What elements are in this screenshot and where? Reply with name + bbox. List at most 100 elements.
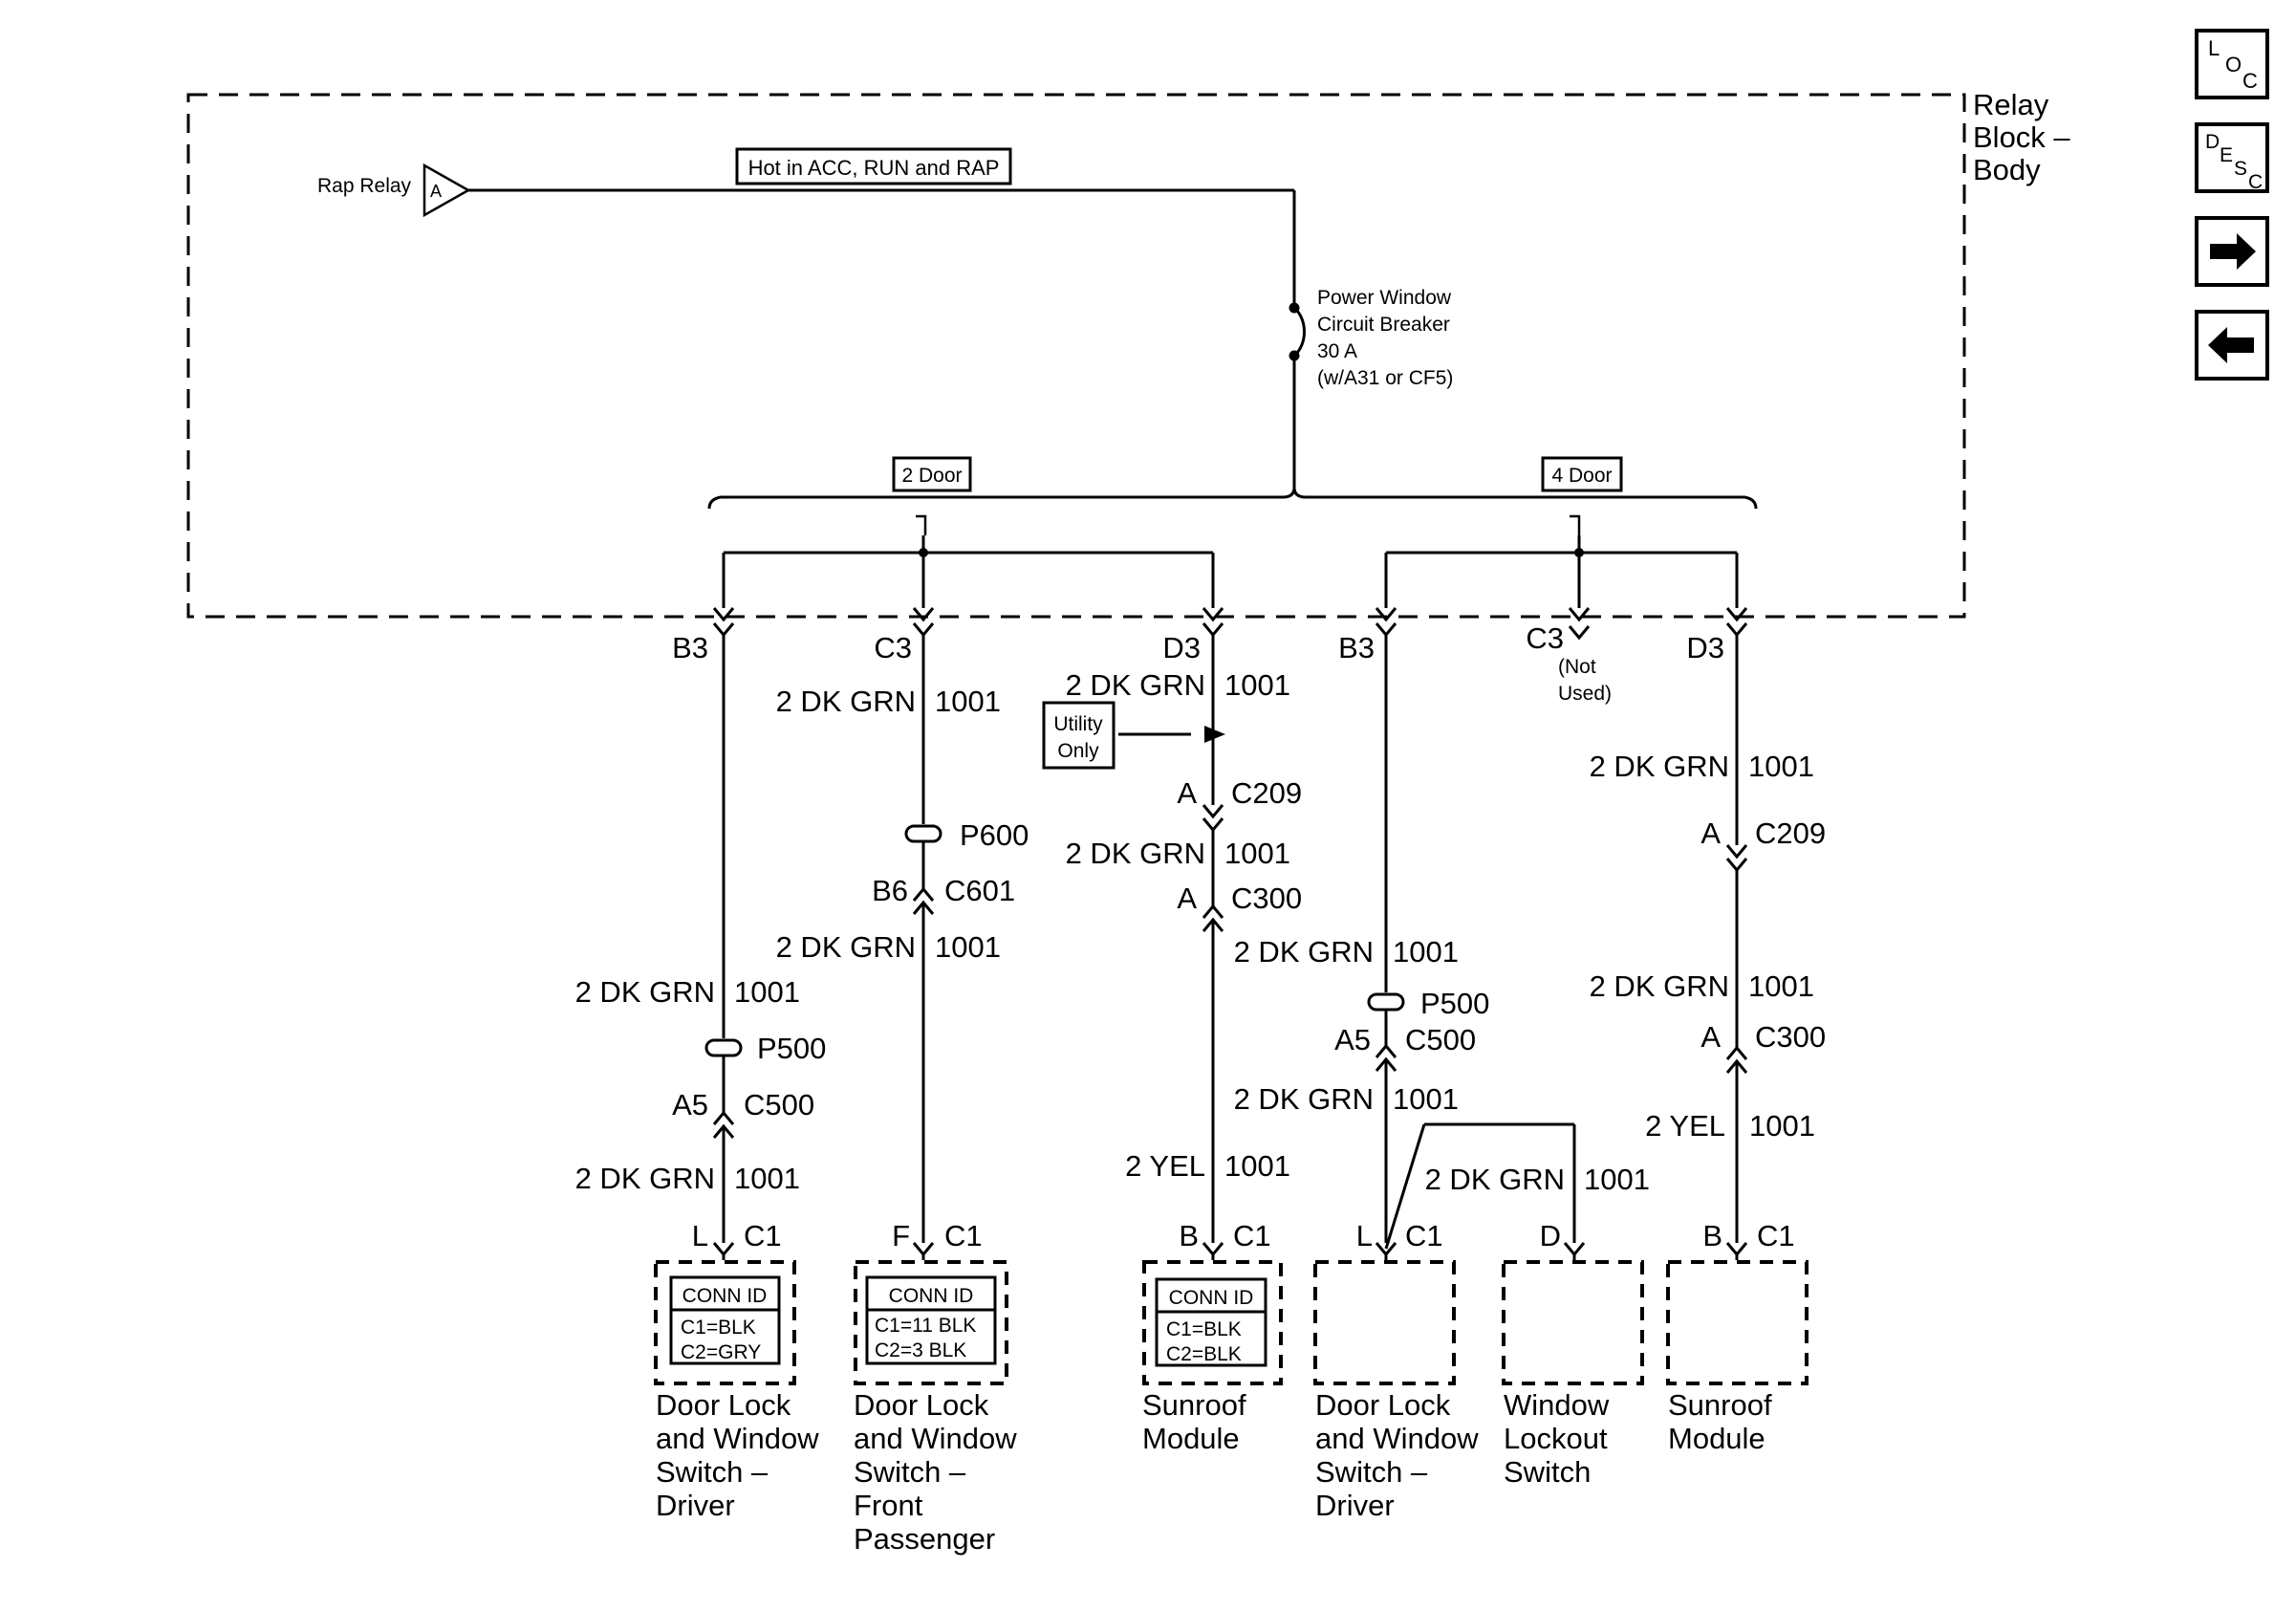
desc-button[interactable] — [2195, 122, 2269, 193]
rap-relay-label: Rap Relay — [317, 175, 412, 197]
col2-name-2: and Window — [854, 1422, 1017, 1455]
col5-circ: 1001 — [1584, 1163, 1650, 1196]
col1-conn-pin: A5 — [672, 1088, 708, 1121]
col6-c300: C300 — [1755, 1020, 1826, 1054]
col4-name-4: Driver — [1315, 1489, 1395, 1522]
relay-block-label-1: Relay — [1973, 88, 2049, 121]
col6-name-1: Sunroof — [1668, 1388, 1772, 1422]
splice-p600 — [904, 824, 942, 843]
col6-name-2: Module — [1668, 1422, 1765, 1455]
relay-block-label-3: Body — [1973, 153, 2041, 186]
col3-name-2: Module — [1142, 1422, 1240, 1455]
col3-c209: C209 — [1231, 776, 1302, 810]
col2-name-5: Passenger — [854, 1522, 995, 1556]
col1-connid-l2: C2=GRY — [681, 1341, 761, 1363]
col2-name-4: Front — [854, 1489, 923, 1522]
breaker-label-4: (w/A31 or CF5) — [1317, 367, 1453, 389]
col4-term-pin: L — [1356, 1219, 1373, 1252]
door4-label: 4 Door — [1551, 465, 1612, 487]
door2-label: 2 Door — [901, 465, 962, 487]
col3-wire1: 2 DK GRN — [1066, 668, 1205, 702]
col2-connid-title: CONN ID — [889, 1285, 974, 1307]
col2-splice: P600 — [960, 818, 1029, 852]
col4-pin: B3 — [1338, 631, 1375, 664]
col6-circ2: 1001 — [1748, 969, 1814, 1003]
loc-letter-1: L — [2208, 36, 2220, 60]
col4-circ2: 1001 — [1393, 1082, 1459, 1116]
col3-term-conn: C1 — [1233, 1219, 1271, 1252]
col1-connid-title: CONN ID — [682, 1285, 768, 1307]
col2-connid-l1: C1=11 BLK — [875, 1315, 976, 1337]
col5-name-2: Lockout — [1504, 1422, 1608, 1455]
desc-letter-1: D — [2205, 131, 2220, 153]
col6-wire1: 2 DK GRN — [1590, 750, 1729, 783]
col2-term-conn: C1 — [944, 1219, 983, 1252]
col1-wire1: 2 DK GRN — [575, 975, 715, 1009]
col3-connid-title: CONN ID — [1169, 1287, 1254, 1309]
col1-circ1: 1001 — [734, 975, 800, 1009]
col2-term-pin: F — [892, 1219, 910, 1252]
utility-label-2: Only — [1057, 740, 1099, 762]
component-box-passenger-switch — [854, 1260, 1008, 1385]
relay-block-boundary — [186, 93, 1966, 619]
col2-connid-l2: C2=3 BLK — [875, 1339, 966, 1361]
col3-c209-pin: A — [1177, 776, 1197, 810]
splice-p500-right — [1367, 992, 1405, 1012]
col5-pin: C3 — [1526, 621, 1564, 655]
col3-name-1: Sunroof — [1142, 1388, 1246, 1422]
circuit-breaker-symbol — [1292, 306, 1306, 358]
col3-circ3: 1001 — [1393, 935, 1459, 969]
connid-box-col2 — [865, 1275, 997, 1365]
col1-term-conn: C1 — [744, 1219, 782, 1252]
col1-name-2: and Window — [656, 1422, 819, 1455]
desc-letter-4: C — [2248, 171, 2263, 193]
col5-note-1: (Not — [1558, 656, 1596, 678]
arrow-right-icon — [2210, 233, 2256, 270]
col3-connid-l2: C2=BLK — [1166, 1343, 1242, 1365]
col2-name-1: Door Lock — [854, 1388, 989, 1422]
col5-wire: 2 DK GRN — [1425, 1163, 1565, 1196]
col5-name-1: Window — [1504, 1388, 1610, 1422]
col5-note-2: Used) — [1558, 683, 1612, 705]
col3-circ4: 1001 — [1224, 1149, 1290, 1183]
relay-block-label-2: Block – — [1973, 120, 2070, 154]
breaker-label-1: Power Window — [1317, 287, 1452, 309]
col6-wire2: 2 DK GRN — [1590, 969, 1729, 1003]
col1-pin: B3 — [672, 631, 708, 664]
col1-wire2: 2 DK GRN — [575, 1162, 715, 1195]
col4-term-conn: C1 — [1405, 1219, 1443, 1252]
col6-circ1: 1001 — [1748, 750, 1814, 783]
utility-only-box — [1042, 701, 1116, 770]
loc-letter-2: O — [2225, 53, 2242, 76]
col6-wire3: 2 YEL — [1645, 1109, 1725, 1143]
col2-conn: C601 — [944, 874, 1015, 907]
desc-letter-2: E — [2220, 144, 2233, 166]
col3-c300: C300 — [1231, 882, 1302, 915]
loc-button[interactable] — [2195, 29, 2269, 99]
arrow-left-icon — [2208, 327, 2254, 363]
col5-term-pin: D — [1540, 1219, 1561, 1252]
col2-wire1: 2 DK GRN — [776, 685, 916, 718]
col2-circ1: 1001 — [935, 685, 1001, 718]
desc-letter-3: S — [2234, 158, 2247, 180]
col1-name-1: Door Lock — [656, 1388, 791, 1422]
col4-name-1: Door Lock — [1315, 1388, 1451, 1422]
col4-name-2: and Window — [1315, 1422, 1479, 1455]
connid-box-col1 — [669, 1275, 781, 1365]
col3-c300-pin: A — [1177, 882, 1197, 915]
component-box-sunroof-4door — [1666, 1260, 1809, 1385]
col4-name-3: Switch – — [1315, 1455, 1428, 1489]
utility-label-1: Utility — [1053, 713, 1103, 735]
breaker-label-2: Circuit Breaker — [1317, 314, 1450, 336]
col2-name-3: Switch – — [854, 1455, 966, 1489]
col2-pin: C3 — [874, 631, 912, 664]
col6-circ3: 1001 — [1749, 1109, 1815, 1143]
rap-relay-triangle — [422, 163, 471, 218]
component-box-driver-switch-4door — [1313, 1260, 1456, 1385]
col1-conn: C500 — [744, 1088, 814, 1121]
col6-c209-pin: A — [1700, 816, 1721, 850]
col2-circ2: 1001 — [935, 930, 1001, 964]
splice-p500-left — [704, 1038, 743, 1057]
col2-wire2: 2 DK GRN — [776, 930, 916, 964]
